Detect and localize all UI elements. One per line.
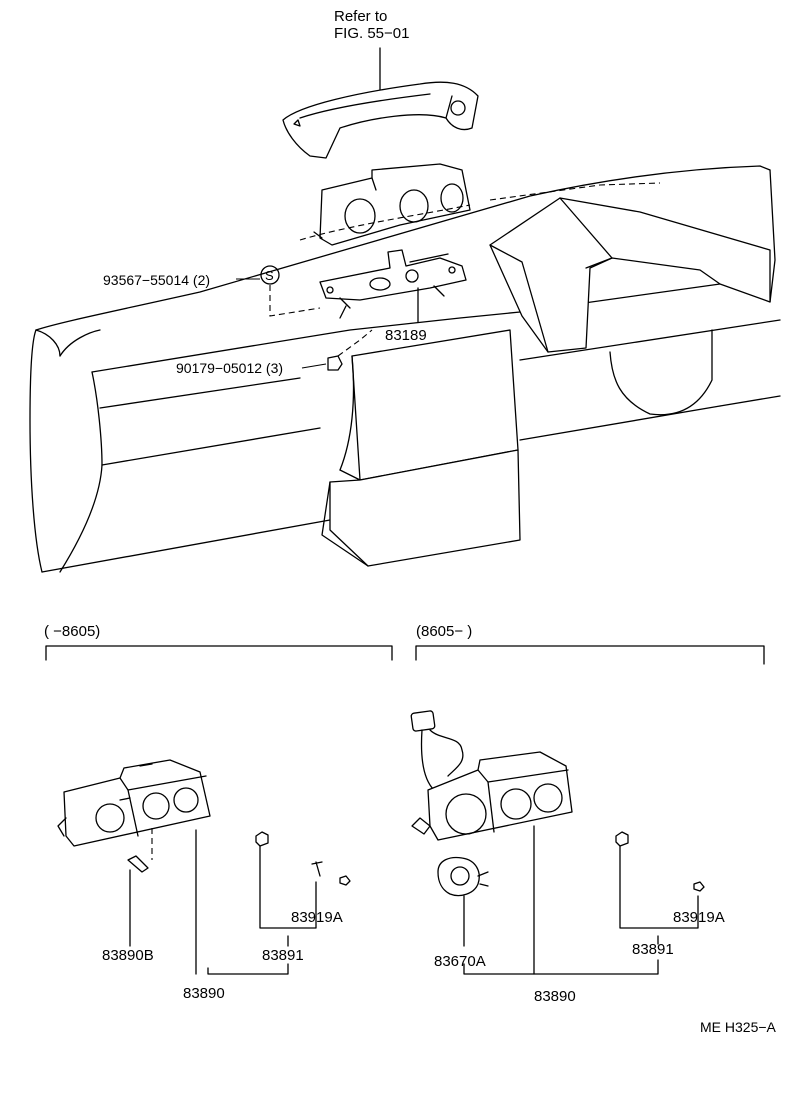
clip-part-number: 93567−55014 (2) [103, 272, 210, 288]
range-right: (8605− ) [415, 623, 765, 665]
left-bulb-label: 83890B [102, 947, 154, 964]
left-assembly-label: 83890 [183, 985, 225, 1002]
left-leader-lines [129, 829, 317, 975]
figure-code: ME H325−A [700, 1019, 777, 1035]
range-right-label: (8605− ) [416, 623, 472, 640]
nut-90179-05012: 90179−05012 (3) [176, 329, 373, 376]
left-screw-label: 83919A [291, 909, 343, 926]
bracket-83189 [319, 249, 467, 319]
right-knob-label: 83891 [632, 941, 674, 958]
instrument-cluster-hood [282, 47, 479, 159]
clip-symbol: S [265, 268, 274, 283]
right-switch-label: 83670A [434, 953, 486, 970]
range-left-label: ( −8605) [44, 623, 100, 640]
bracket-label-group: 83189 [385, 287, 427, 344]
right-heater-control-assembly [410, 710, 705, 897]
bracket-part-number: 83189 [385, 327, 427, 344]
nut-part-number: 90179−05012 (3) [176, 360, 283, 376]
range-left: ( −8605) [44, 623, 393, 661]
right-assembly-label: 83890 [534, 988, 576, 1005]
instrument-panel [29, 165, 781, 573]
refer-to-line1: Refer to [334, 8, 387, 25]
left-heater-control-assembly [57, 759, 351, 886]
clip-93567-55014: 93567−55014 (2) S [103, 265, 321, 317]
combination-meter-housing [313, 163, 471, 246]
right-leader-lines [463, 825, 699, 975]
right-screw-label: 83919A [673, 909, 725, 926]
left-knob-label: 83891 [262, 947, 304, 964]
refer-to-line2: FIG. 55−01 [334, 25, 409, 42]
